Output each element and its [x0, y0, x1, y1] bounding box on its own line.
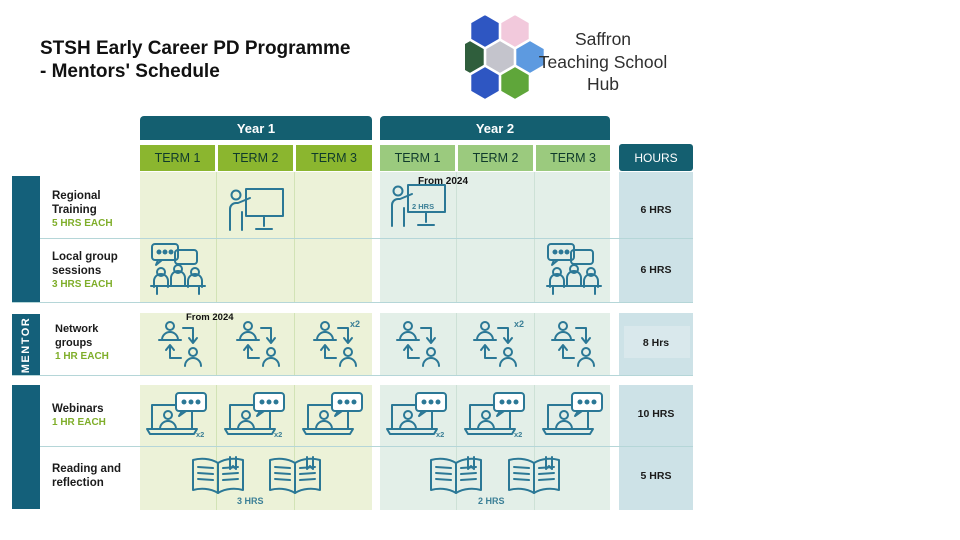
sidebar-label: MENTOR: [20, 316, 32, 373]
network-exchange-icon: [236, 321, 280, 367]
hours-local-group: 6 HRS: [640, 264, 672, 276]
multiplier-x2: x2: [274, 430, 283, 439]
row-separator: [12, 302, 693, 303]
title-line-2: - Mentors' Schedule: [40, 61, 220, 82]
year1-term3-header: TERM 3: [296, 145, 372, 171]
hours-regional-training: 6 HRS: [640, 204, 672, 216]
webinar-laptop-icon: [302, 392, 363, 435]
row-separator: [12, 238, 693, 239]
logo-line-1: Saffron: [574, 29, 632, 49]
row-label-webinars: Webinars 1 HR EACH: [52, 403, 106, 428]
group-discussion-icon: [150, 243, 206, 295]
hours-header: HOURS: [619, 144, 693, 171]
presenter-board-icon: [391, 184, 446, 227]
divider: [534, 172, 535, 510]
year2-term2-header: TERM 2: [458, 145, 533, 171]
year2-term3-header: TERM 3: [536, 145, 610, 171]
logo-hexagon: [469, 64, 501, 102]
two-hours-badge: 2 HRS: [412, 202, 435, 211]
row-separator: [12, 446, 693, 447]
open-book-icon: [508, 456, 560, 494]
section-gap: [12, 302, 702, 313]
hours-webinars: 10 HRS: [637, 408, 675, 420]
presenter-board-icon: [229, 188, 284, 231]
network-exchange-icon: [313, 321, 357, 367]
title-line-1: STSH Early Career PD Programme: [40, 38, 351, 59]
row-label-local-group: Local group sessions 3 HRS EACH: [52, 251, 118, 290]
hours-network-groups: 8 Hrs: [642, 337, 670, 349]
webinar-laptop-icon: [146, 392, 207, 435]
sidebar-block-mentor: MENTOR: [12, 314, 40, 375]
webinar-laptop-icon: [464, 392, 525, 435]
from-2024-note: From 2024: [186, 312, 234, 323]
divider: [216, 172, 217, 510]
network-exchange-icon: [396, 321, 440, 367]
year1-reading-total: 3 HRS: [237, 496, 264, 506]
multiplier-x2: x2: [436, 430, 445, 439]
sidebar-block-bottom: [12, 385, 40, 509]
row-separator: [12, 375, 693, 376]
row-label-reading: Reading and reflection: [52, 463, 122, 489]
webinar-laptop-icon: [386, 392, 447, 435]
multiplier-x2: x2: [514, 430, 523, 439]
logo-line-2: Teaching School: [538, 51, 668, 72]
logo-line-3: Hub: [586, 74, 620, 94]
multiplier-x2: x2: [196, 430, 205, 439]
from-2024-note: From 2024: [418, 176, 469, 187]
group-discussion-icon: [546, 243, 602, 295]
sidebar-block-top: [12, 176, 40, 302]
hours-reading: 5 HRS: [640, 470, 672, 482]
open-book-icon: [192, 456, 244, 494]
divider: [456, 172, 457, 510]
year1-term1-header: TERM 1: [140, 145, 215, 171]
year2-reading-total: 2 HRS: [478, 496, 505, 506]
network-exchange-icon: [551, 321, 595, 367]
hours-highlight: [624, 326, 690, 358]
year2-header: Year 2: [380, 116, 610, 140]
saffron-hex-logo: [465, 15, 546, 102]
divider: [294, 172, 295, 510]
webinar-laptop-icon: [542, 392, 603, 435]
page-title: STSH Early Career PD Programme - Mentors…: [40, 37, 400, 83]
multiplier-x2: x2: [350, 319, 361, 329]
multiplier-x2: x2: [514, 319, 525, 329]
year2-term1-header: TERM 1: [380, 145, 455, 171]
webinar-laptop-icon: [224, 392, 285, 435]
year1-term2-header: TERM 2: [218, 145, 293, 171]
open-book-icon: [430, 456, 482, 494]
year1-header: Year 1: [140, 116, 372, 140]
row-label-regional-training: Regional Training 5 HRS EACH: [52, 190, 113, 229]
logo-text: Saffron Teaching School Hub: [533, 28, 673, 96]
logo-hexagon: [499, 64, 531, 102]
open-book-icon: [269, 456, 321, 494]
section-gap: [12, 375, 702, 385]
network-exchange-icon: [473, 321, 517, 367]
row-label-network-groups: Network groups 1 HR EACH: [55, 323, 109, 362]
network-exchange-icon: [158, 321, 202, 367]
